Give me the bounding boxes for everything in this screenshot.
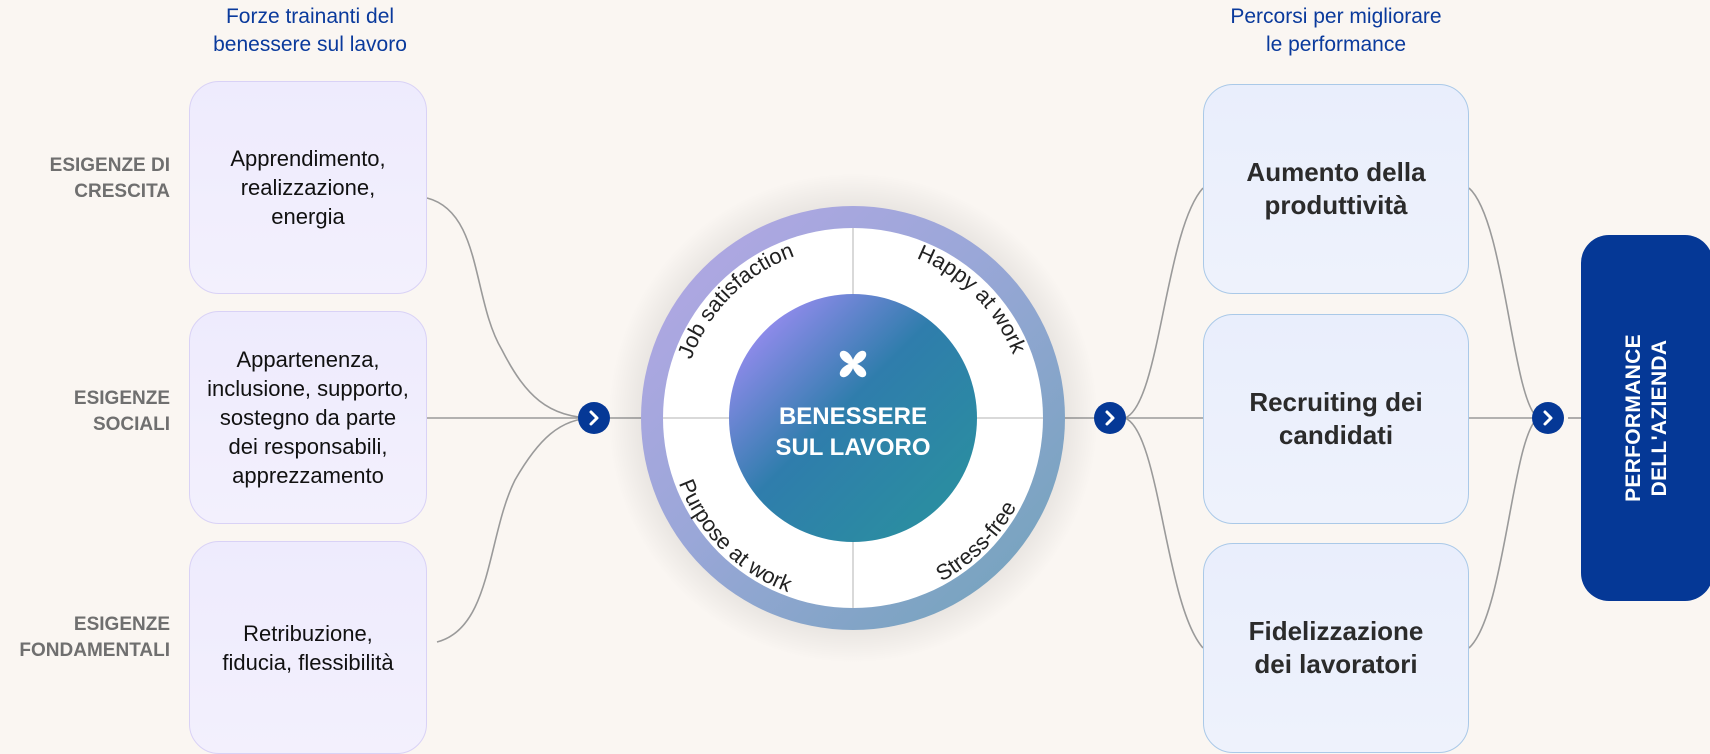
path-card-text: Recruiting dei candidati: [1249, 387, 1423, 450]
driver-card-text: Appartenenza, inclusione, supporto, sost…: [207, 347, 409, 488]
connector-line-retention-in: [1124, 417, 1204, 649]
path-card-recruiting: Recruiting dei candidati: [1203, 314, 1469, 524]
path-card-productivity: Aumento della produttività: [1203, 84, 1469, 294]
driver-card-text: Apprendimento, realizzazione, energia: [230, 146, 386, 229]
center-title: BENESSERE SUL LAVORO: [775, 403, 930, 461]
flower-icon: [839, 350, 867, 378]
connector-line-productivity-in: [1124, 187, 1204, 419]
path-card-text: Aumento della produttività: [1246, 157, 1426, 220]
left-column-title: Forze trainanti del benessere sul lavoro: [213, 5, 407, 56]
driver-card-text: Retribuzione, fiducia, flessibilità: [222, 620, 394, 675]
driver-card-social: Appartenenza, inclusione, supporto, sost…: [189, 311, 427, 524]
row-label-social: ESIGENZE SOCIALI: [73, 388, 170, 435]
center-title-line: BENESSERE: [779, 403, 927, 430]
path-card-text: Fidelizzazione dei lavoratori: [1248, 616, 1424, 679]
chevron-right-icon: [1532, 402, 1564, 434]
row-label-fundamental: ESIGENZE FONDAMENTALI: [19, 614, 170, 661]
driver-card-fundamental: Retribuzione, fiducia, flessibilità: [189, 541, 427, 754]
path-card-retention: Fidelizzazione dei lavoratori: [1203, 543, 1469, 753]
right-column-title: Percorsi per migliorare le performance: [1230, 5, 1442, 56]
driver-card-growth: Apprendimento, realizzazione, energia: [189, 81, 427, 294]
chevron-right-icon: [578, 402, 610, 434]
company-performance-label: PERFORMANCE DELL'AZIENDA: [1622, 334, 1671, 502]
connector-line-productivity-out: [1468, 187, 1539, 419]
connector-line-fundamental: [436, 417, 595, 643]
wheel-core: [729, 294, 977, 542]
wellbeing-wheel: Job satisfaction Happy at work Purpose a…: [608, 173, 1098, 663]
connector-line-growth: [426, 197, 595, 419]
connector-line-retention-out: [1468, 417, 1539, 649]
chevron-right-icon: [1094, 402, 1126, 434]
row-label-growth: ESIGENZE DI CRESCITA: [49, 155, 170, 202]
right-connectors: [1062, 187, 1581, 649]
center-title-line: SUL LAVORO: [775, 434, 930, 461]
company-performance-box: PERFORMANCE DELL'AZIENDA: [1581, 235, 1710, 601]
